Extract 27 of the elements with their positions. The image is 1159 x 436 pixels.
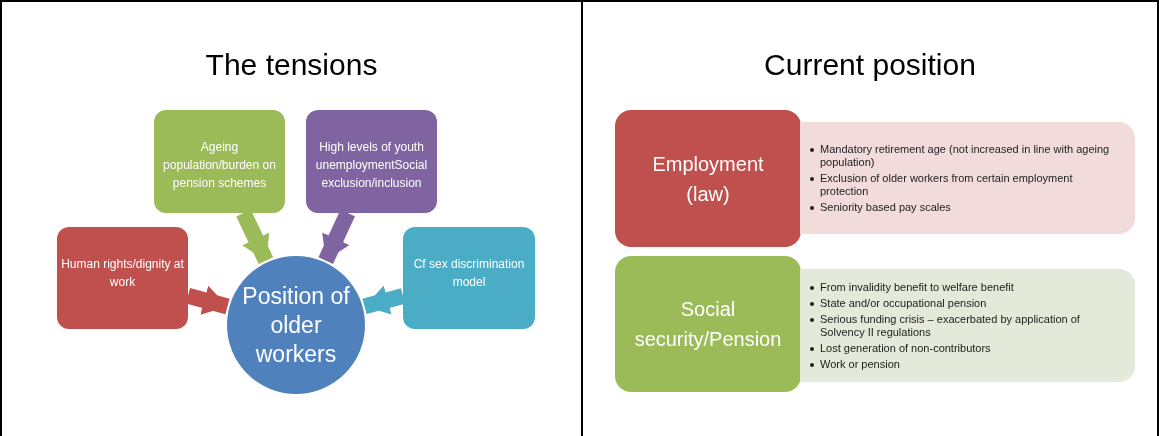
bullet-list-box — [800, 269, 1135, 382]
process-box — [306, 110, 437, 213]
bullet-item: Lost generation of non-contributors — [820, 341, 991, 355]
bullet-item: Mandatory retirement age (not increased in line with ageing population) — [820, 142, 1111, 169]
node-text: Position of older workers — [241, 281, 351, 369]
slide-title: Current position — [763, 47, 977, 83]
process-box — [154, 110, 285, 213]
node-text: Cf sex discrimination model — [412, 256, 526, 291]
node-text: Ageing population/burden on pension schemes — [162, 139, 277, 192]
process-box — [57, 227, 188, 329]
node-text: Social security/Pension — [633, 297, 783, 352]
slide-panel — [0, 0, 581, 436]
bullet-item: From invalidity benefit to welfare benefit — [820, 280, 1014, 294]
node-text: Human rights/dignity at work — [60, 256, 185, 291]
bullet-list-box — [800, 122, 1135, 234]
slide-title: The tensions — [204, 47, 379, 83]
bullet-item: Seniority based pay scales — [820, 200, 951, 214]
node-text: Employment (law) — [651, 151, 765, 207]
process-box — [403, 227, 535, 329]
slide-panel — [581, 0, 1159, 436]
bullet-item: Serious funding crisis – exacerbated by application of Solvency II regulations — [820, 312, 1081, 339]
category-box — [615, 110, 801, 247]
bullet-item: State and/or occupational pension — [820, 296, 987, 310]
node-text: High levels of youth unemploymentSocial exclusion/inclusion — [314, 139, 429, 192]
bullet-item: Exclusion of older workers from certain employment protection — [820, 171, 1074, 198]
bullet-item: Work or pension — [820, 357, 900, 371]
category-box — [615, 256, 801, 392]
